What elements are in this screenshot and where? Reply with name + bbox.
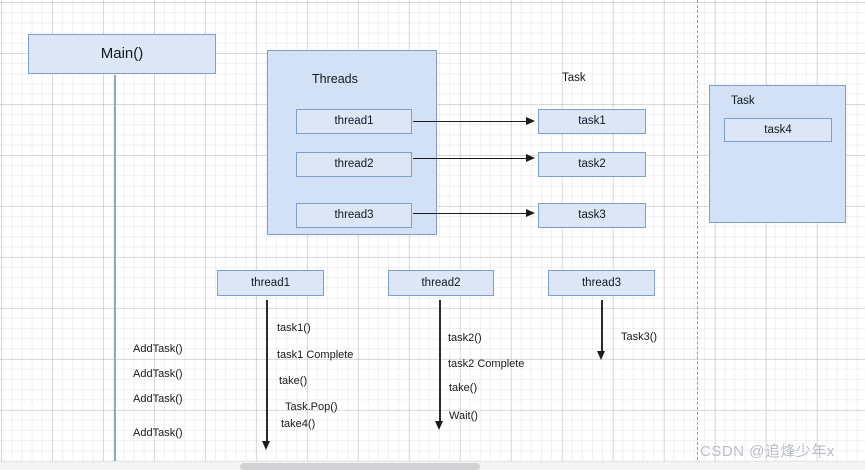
lifeline-thread1-line [266,300,268,442]
lifeline-header-thread2[interactable]: thread2 [388,270,494,296]
horizontal-scrollbar-track[interactable] [0,461,865,470]
lifeline-header-thread1[interactable]: thread1 [217,270,324,296]
threads-container-title: Threads [312,72,358,86]
main-box-label: Main() [100,44,144,62]
arrow-thread2-to-task2-head [526,154,535,162]
lifeline-thread3-step-1: Task3() [621,331,658,343]
task-item-label: task4 [764,123,792,136]
lifeline-thread1-step-5: take4() [281,418,316,430]
threads-item-thread3[interactable]: thread3 [296,203,412,228]
task-item-task3[interactable]: task3 [538,203,646,228]
lifeline-thread1-step-4: Task.Pop() [285,401,338,413]
arrow-thread1-to-task1-line [413,121,527,123]
arrow-thread3-to-task3-line [413,213,527,215]
main-call-addtask-3: AddTask() [133,393,183,405]
threads-item-label: thread2 [334,158,374,171]
task-item-label: task3 [578,209,606,222]
lifeline-header-label: thread3 [581,276,621,289]
task-container-right[interactable] [709,85,846,223]
main-lifeline [114,75,116,470]
arrow-thread2-to-task2-line [413,158,527,160]
threads-item-thread1[interactable]: thread1 [296,109,412,134]
lifeline-header-label: thread2 [421,276,461,289]
lifeline-thread3-line [601,300,603,352]
lifeline-thread1-arrow [262,441,270,450]
main-call-addtask-2: AddTask() [133,368,183,380]
lifeline-header-label: thread1 [250,276,290,289]
lifeline-thread2-arrow [435,421,443,430]
main-call-addtask-1: AddTask() [133,343,183,355]
main-box[interactable]: Main() [28,34,216,74]
lifeline-thread2-line [439,300,441,422]
lifeline-thread3-arrow [597,351,605,360]
arrow-thread3-to-task3-head [526,209,535,217]
arrow-thread1-to-task1-head [526,117,535,125]
page-boundary-guide [697,0,698,470]
threads-item-thread2[interactable]: thread2 [296,152,412,177]
task-item-label: task1 [578,115,606,128]
lifeline-header-thread3[interactable]: thread3 [548,270,655,296]
task-container-right-title: Task [731,95,755,107]
task-item-task2[interactable]: task2 [538,152,646,177]
task-group-title: Task [562,72,586,84]
horizontal-scrollbar-thumb[interactable] [240,463,480,470]
lifeline-thread2-step-1: task2() [448,332,482,344]
lifeline-thread1-step-1: task1() [277,322,311,334]
threads-item-label: thread3 [334,209,374,222]
task-item-task1[interactable]: task1 [538,109,646,134]
task-item-task4[interactable]: task4 [724,118,832,142]
lifeline-thread2-step-2: task2 Complete [448,358,525,370]
lifeline-thread1-step-3: take() [279,375,308,387]
lifeline-thread2-step-3: take() [449,382,478,394]
csdn-watermark: CSDN @追烽少年x [700,443,835,460]
main-call-addtask-4: AddTask() [133,427,183,439]
lifeline-thread2-step-4: Wait() [449,410,478,422]
lifeline-thread1-step-2: task1 Complete [277,349,354,361]
threads-item-label: thread1 [334,115,374,128]
task-item-label: task2 [578,158,606,171]
